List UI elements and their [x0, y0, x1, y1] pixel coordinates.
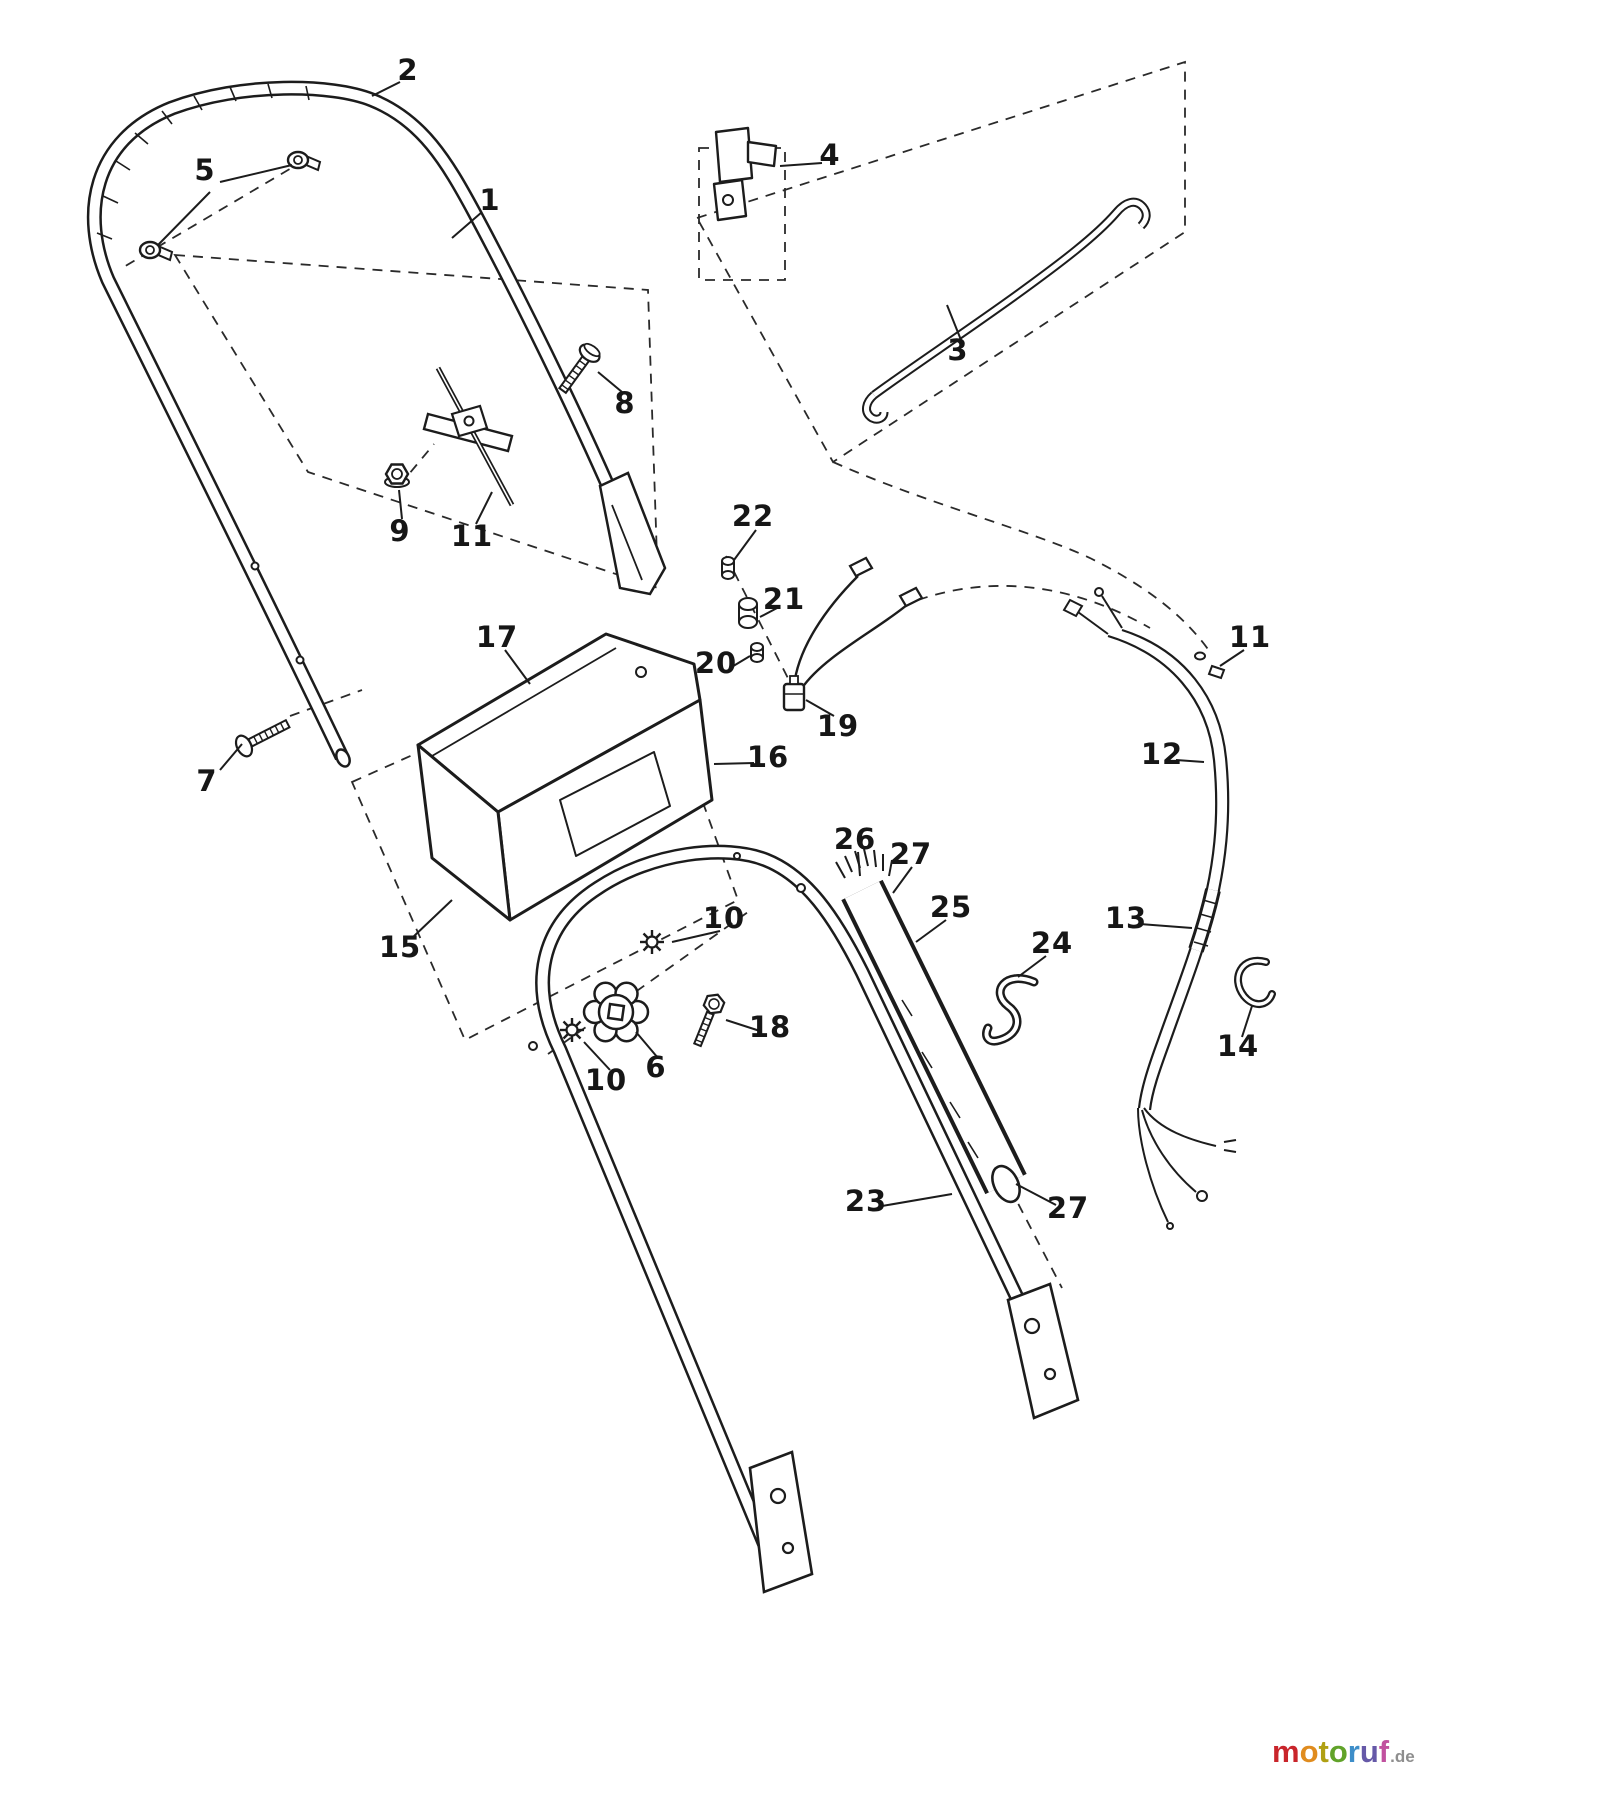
part-label-4: 4 — [819, 138, 841, 172]
handle-crossbar-and-rod — [422, 366, 515, 507]
part-label-9: 9 — [389, 514, 411, 548]
cable-clip-4 — [712, 126, 778, 222]
part-label-13: 13 — [1104, 901, 1148, 935]
watermark-logo: m o t o r u f .de — [1272, 1736, 1415, 1767]
lower-handle-right-plate — [1006, 1282, 1080, 1420]
part-label-22: 22 — [731, 499, 775, 533]
cable-hook-14 — [1234, 956, 1276, 1008]
part-label-27b: 27 — [1046, 1191, 1090, 1225]
handle-mount-end — [598, 471, 667, 596]
bail-rod-3 — [862, 197, 1151, 424]
star-washer-lower — [558, 1016, 586, 1044]
handle-bolt-lower — [138, 240, 174, 262]
part-label-23: 23 — [844, 1184, 888, 1218]
part-label-3: 3 — [947, 333, 969, 367]
part-label-1: 1 — [479, 183, 501, 217]
star-washer-upper — [638, 928, 666, 956]
part-label-12: 12 — [1140, 737, 1184, 771]
handle-bolt-upper — [286, 150, 322, 172]
part-label-15: 15 — [378, 930, 422, 964]
watermark-letter: o — [1299, 1734, 1319, 1769]
control-cable — [1062, 587, 1237, 1230]
part-label-24: 24 — [1030, 926, 1074, 960]
cable-clamp-24 — [982, 974, 1039, 1046]
part-label-5: 5 — [194, 153, 216, 187]
watermark-letter: t — [1318, 1734, 1329, 1769]
part-label-16: 16 — [746, 740, 790, 774]
part-label-10a: 10 — [702, 901, 746, 935]
handle-bolt-7 — [234, 718, 291, 758]
watermark-letter: o — [1328, 1734, 1348, 1769]
lower-handle — [528, 844, 1080, 1594]
grip-tube — [835, 848, 1027, 1204]
knob-assembly — [558, 928, 726, 1048]
control-console — [416, 632, 714, 922]
part-label-8: 8 — [614, 386, 636, 420]
bushings — [721, 556, 764, 663]
part-label-27a: 27 — [889, 837, 933, 871]
part-label-11b: 11 — [1228, 620, 1272, 654]
part-label-14: 14 — [1216, 1029, 1260, 1063]
hex-bolt-18 — [692, 993, 726, 1048]
watermark-suffix: .de — [1390, 1747, 1415, 1766]
lower-handle-left-plate — [748, 1450, 814, 1594]
watermark-letter: m — [1272, 1734, 1300, 1769]
part-label-18: 18 — [748, 1010, 792, 1044]
part-label-2: 2 — [397, 53, 419, 87]
leader-lines — [157, 81, 1253, 1207]
star-knob-6 — [582, 981, 650, 1043]
part-label-19: 19 — [816, 709, 860, 743]
part-label-20: 20 — [694, 646, 738, 680]
part-label-7: 7 — [196, 764, 218, 798]
part-label-25: 25 — [929, 890, 973, 924]
watermark-letter: u — [1359, 1734, 1379, 1769]
part-label-21: 21 — [762, 582, 806, 616]
part-label-11a: 11 — [450, 519, 494, 553]
part-label-10b: 10 — [584, 1063, 628, 1097]
flange-nut-9 — [384, 463, 410, 488]
part-label-17: 17 — [475, 620, 519, 654]
carriage-bolt-8 — [557, 342, 601, 395]
watermark-letter: r — [1347, 1734, 1360, 1769]
wire-harness-19 — [782, 556, 924, 712]
grip-hatching — [96, 83, 310, 240]
watermark-letter: f — [1378, 1734, 1390, 1769]
upper-handle — [86, 80, 667, 768]
part-label-26: 26 — [833, 822, 877, 856]
part-label-6: 6 — [645, 1050, 667, 1084]
